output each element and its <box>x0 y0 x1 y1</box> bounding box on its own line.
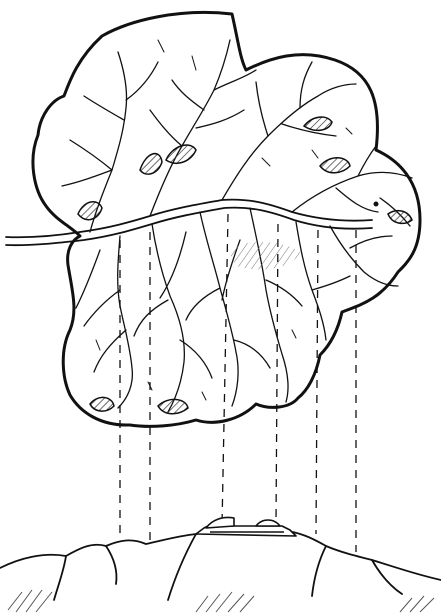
hill-profile <box>0 530 441 600</box>
hatched-region <box>228 242 300 270</box>
lake <box>388 211 412 224</box>
lake <box>166 145 196 163</box>
lake <box>78 202 102 220</box>
hilltop-structure <box>196 517 296 536</box>
lake <box>90 397 114 411</box>
ground-hatching <box>8 590 434 612</box>
lake <box>158 399 188 413</box>
lake <box>140 154 162 175</box>
lake <box>304 117 332 130</box>
lake <box>320 158 350 173</box>
